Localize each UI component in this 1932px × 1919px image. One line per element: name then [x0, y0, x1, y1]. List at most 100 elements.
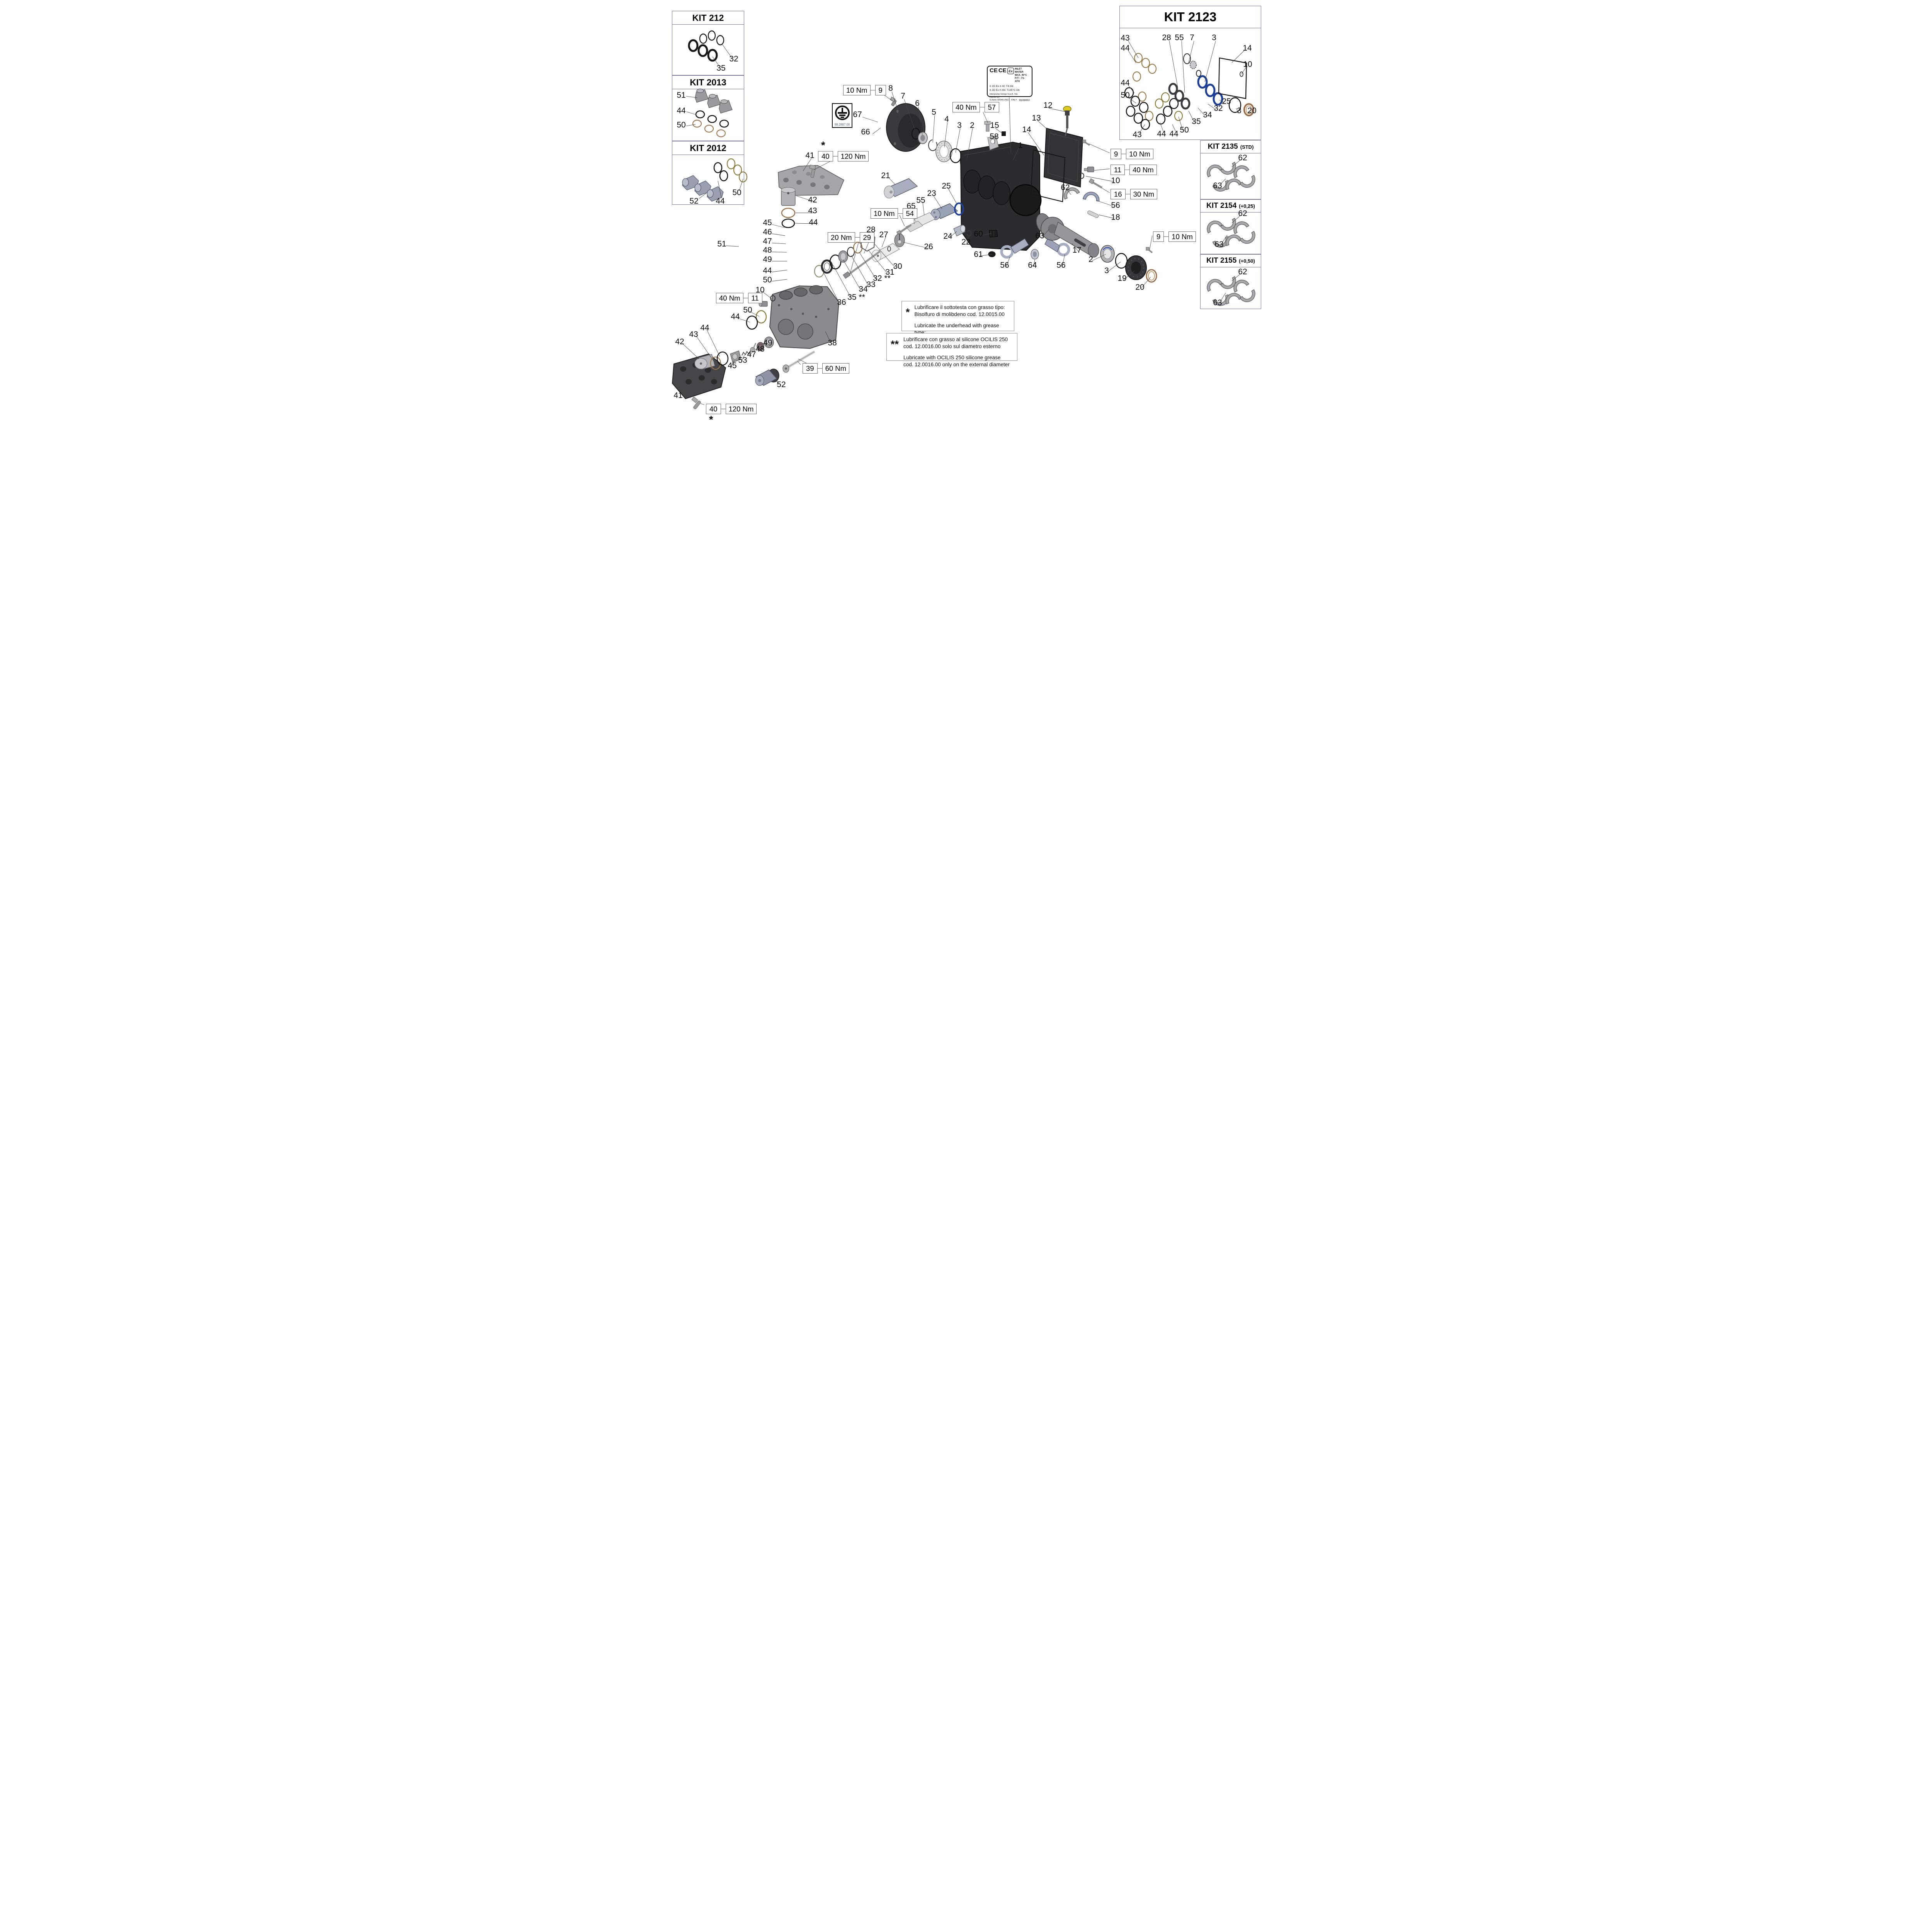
shell-63-main	[1042, 221, 1061, 236]
kit-title: KIT 2155(+0,50)	[1201, 255, 1261, 267]
ground-label-code: 98.2887.00	[834, 123, 850, 126]
torque-value-box: 10 Nm	[843, 85, 871, 95]
part-callout-52: 52	[689, 197, 699, 206]
kit-variant: (STD)	[1240, 144, 1254, 150]
part-callout-52: 52	[777, 380, 786, 389]
kit-title-text: KIT 212	[692, 12, 724, 23]
kit-variant: (+0,50)	[1239, 258, 1255, 264]
note1-it-line2: Bisolfuro di molibdeno cod. 12.0015.00	[914, 311, 1005, 317]
torque-value-box: 40 Nm	[952, 102, 980, 112]
part-callout-19: 19	[1117, 274, 1127, 283]
part-callout-63: 63	[1035, 231, 1044, 240]
oring-10-right-icon	[1079, 173, 1084, 179]
part-callout-41: 41	[673, 391, 683, 400]
seal-25-blue-icon	[954, 202, 964, 216]
part-callout-21: 21	[881, 171, 890, 180]
torque-value-box: 20 Nm	[828, 232, 855, 243]
plate-atex-gas: II 2G Ex h IIC T4 Gb	[990, 85, 1014, 88]
part-callout-44: 44	[677, 106, 686, 115]
oring-3-icon	[949, 148, 962, 163]
part-callout-50: 50	[743, 306, 752, 314]
screw-9-mid-icon	[1082, 139, 1090, 146]
plunger-42-bottom-icon	[694, 354, 715, 370]
part-callout-60: 60	[974, 229, 983, 238]
plug-60-icon	[989, 230, 998, 238]
valve-cartridge-52-icon	[755, 369, 779, 386]
part-callout-44: 44	[763, 266, 772, 275]
part-callout-3: 3	[1237, 106, 1242, 115]
torque-value-box: 40 Nm	[1129, 165, 1157, 175]
part-callout-23: 23	[927, 189, 936, 198]
part-callout-7: 7	[901, 92, 905, 100]
part-callout-44: 44	[1157, 129, 1166, 138]
part-callout-18: 18	[1111, 213, 1120, 222]
plate-inlet-line1: INLET WATER	[1015, 68, 1024, 73]
crankcase-body	[960, 141, 1042, 251]
part-callout-34: 34	[1203, 110, 1212, 119]
seal-disc-4-icon	[935, 141, 952, 162]
part-callout-56: 56	[1056, 261, 1066, 270]
part-callout-43: 43	[689, 330, 698, 339]
conrod-56-right	[1044, 238, 1070, 257]
part-callout-47: 47	[763, 237, 772, 246]
plate-inlet-line2: MAX. 40°C	[1015, 73, 1027, 76]
bearing-6-icon	[918, 132, 928, 144]
atex-rating-plate: CE CE Ex INLET WATER MAX. 40°C F/T : 71-…	[987, 66, 1032, 102]
part-callout-43: 43	[1121, 34, 1130, 42]
plug-11-right-icon	[1084, 167, 1094, 172]
part-callout-50: 50	[1180, 126, 1189, 134]
bearing-2-icon	[960, 153, 974, 170]
part-callout-20: 20	[1247, 106, 1257, 115]
circlip-5-icon	[928, 139, 937, 151]
oil-dipstick-12	[1063, 106, 1071, 136]
part-callout-55: 55	[916, 196, 925, 205]
part-callout-25: 25	[1222, 97, 1231, 106]
part-callout-27: 27	[879, 230, 888, 239]
kit-title: KIT 212	[672, 11, 744, 25]
part-callout-35: 35	[716, 64, 726, 73]
part-callout-24: 24	[943, 232, 952, 241]
plate-ft: F/T : 71-ATX	[1015, 76, 1025, 83]
ring-50-bottom-icon	[755, 310, 767, 324]
torque-callout-29: 20 Nm 29	[828, 232, 875, 243]
screw-40-bottom-icon	[691, 396, 701, 410]
part-callout-48: 48	[763, 246, 772, 255]
part-callout-67: 67	[853, 110, 862, 119]
key-18-icon	[1087, 210, 1099, 218]
part-callout-56: 56	[1111, 201, 1120, 210]
part-callout-44: 44	[1169, 129, 1179, 138]
part-number-box: 29	[859, 232, 875, 243]
ring-44-top-icon	[781, 218, 795, 228]
part-callout-62: 62	[1238, 209, 1247, 218]
piston-27-icon	[871, 243, 900, 262]
part-callout-63: 63	[1213, 298, 1222, 307]
cover-gasket-14	[1030, 149, 1066, 202]
kit-box-2123: KIT 2123	[1119, 6, 1261, 140]
part-callout-6: 6	[915, 99, 920, 108]
plate-code: 98288850	[1019, 99, 1030, 102]
part-callout-15: 15	[990, 121, 999, 130]
part-callout-62: 62	[1238, 267, 1247, 276]
ring-43-bottom-icon	[710, 356, 721, 370]
part-callout-14: 14	[1022, 125, 1031, 134]
part-number-box: 40	[706, 404, 721, 414]
torque-link-line	[817, 368, 822, 369]
part-callout-42: 42	[675, 337, 684, 346]
part-callout-45: 45	[728, 361, 737, 370]
part-callout-17: 17	[1072, 246, 1082, 255]
kit-title-text: KIT 2155	[1206, 257, 1237, 265]
kit-title: KIT 2123	[1120, 6, 1261, 28]
part-number-box: 9	[1111, 149, 1122, 159]
part-callout-44: 44	[731, 312, 740, 321]
ring-44-bottom2-icon	[716, 351, 729, 366]
asterisk-marker: *	[709, 414, 713, 425]
kit-title: KIT 2013	[672, 76, 744, 89]
part-callout-44: 44	[1121, 44, 1130, 53]
note1-it-line1: Lubrificare il sottotesta con grasso tip…	[914, 304, 1005, 310]
head-seal-33-icon	[838, 250, 848, 263]
part-callout-3: 3	[1212, 33, 1216, 42]
